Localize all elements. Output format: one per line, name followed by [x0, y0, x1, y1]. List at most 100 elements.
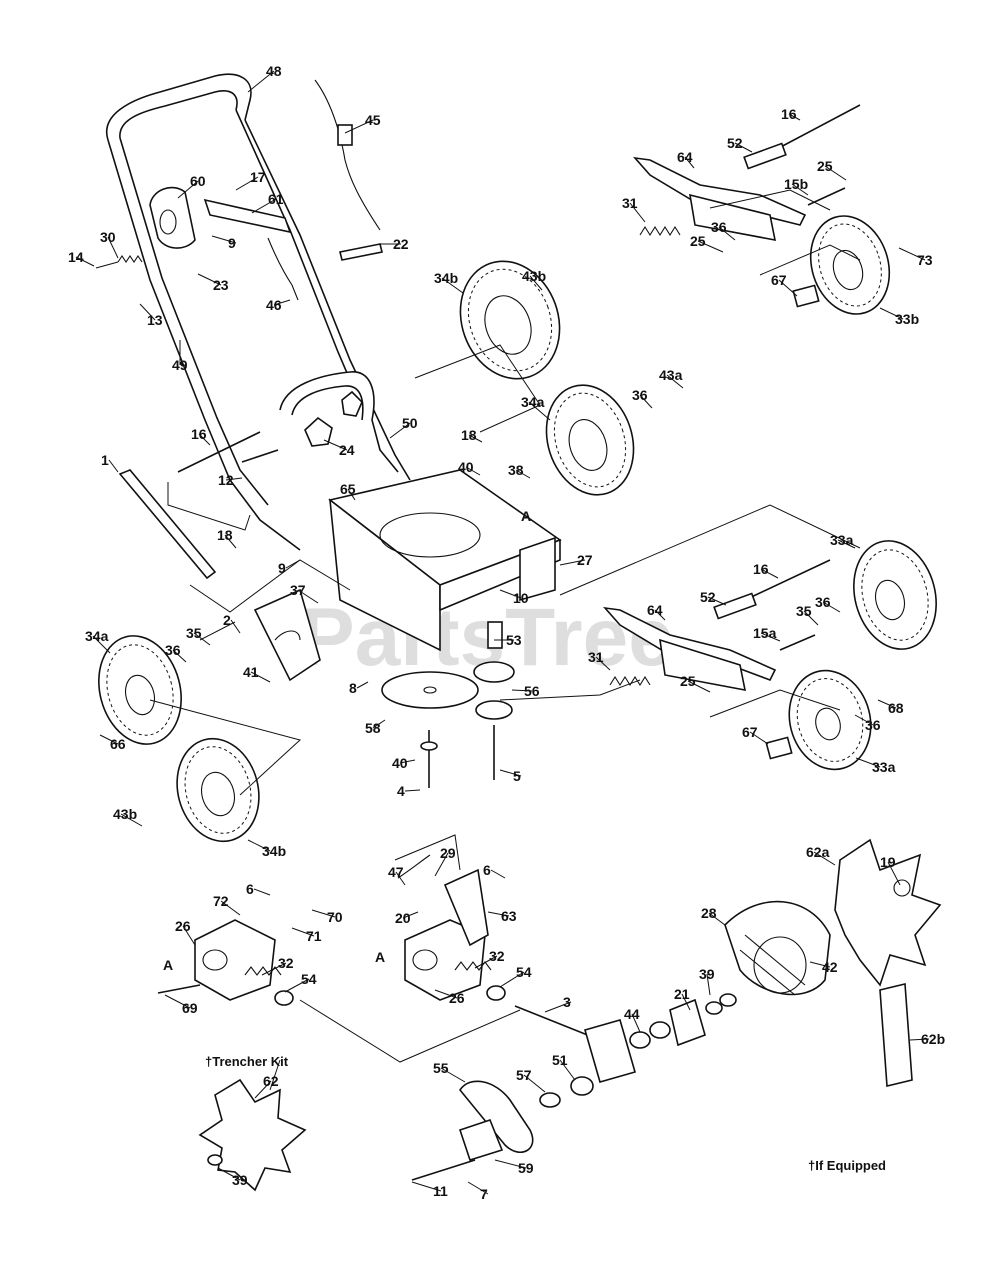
callout-42[interactable]: 42: [809, 959, 838, 975]
callout-35[interactable]: 35: [186, 625, 211, 646]
callout-67[interactable]: 67: [742, 724, 769, 745]
handle-assembly[interactable]: [95, 73, 411, 551]
callout-29[interactable]: 29: [434, 845, 456, 877]
callout-36[interactable]: 36: [632, 387, 653, 409]
callout-56[interactable]: 56: [511, 683, 540, 699]
wheel-34a-left[interactable]: [87, 627, 193, 754]
callout-12[interactable]: 12: [218, 472, 243, 488]
callout-14[interactable]: 14: [68, 249, 95, 267]
callout-49[interactable]: 49: [172, 340, 188, 373]
callout-45[interactable]: 45: [344, 112, 381, 134]
callout-52[interactable]: 52: [727, 135, 753, 153]
callout-35[interactable]: 35: [796, 603, 819, 626]
wheel-33a-right[interactable]: [842, 532, 948, 659]
callout-24[interactable]: 24: [323, 439, 355, 458]
callout-43b[interactable]: 43b: [522, 268, 546, 291]
callout-22[interactable]: 22: [380, 236, 409, 252]
pulley-set[interactable]: [381, 621, 515, 788]
callout-25[interactable]: 25: [690, 233, 724, 253]
callout-38[interactable]: 38: [508, 462, 531, 479]
callout-18[interactable]: 18: [461, 427, 483, 443]
callout-9[interactable]: 9: [211, 235, 237, 251]
callout-36[interactable]: 36: [815, 594, 841, 613]
callout-73[interactable]: 73: [898, 247, 933, 268]
callout-18[interactable]: 18: [217, 527, 237, 549]
callout-26[interactable]: 26: [175, 918, 196, 946]
wheel-33a-lower[interactable]: [778, 661, 881, 778]
callout-6[interactable]: 6: [483, 862, 506, 879]
callout-70[interactable]: 70: [311, 909, 343, 925]
callout-2[interactable]: 2: [223, 612, 241, 634]
callout-15a[interactable]: 15a: [753, 625, 781, 642]
callout-65[interactable]: 65: [340, 481, 356, 501]
callout-33a[interactable]: 33a: [830, 532, 856, 549]
callout-62a[interactable]: 62a: [806, 844, 836, 866]
callout-32[interactable]: 32: [261, 955, 294, 976]
callout-28[interactable]: 28: [701, 905, 726, 926]
callout-19[interactable]: 19: [880, 854, 901, 886]
callout-43b[interactable]: 43b: [113, 806, 143, 827]
callout-43a[interactable]: 43a: [659, 367, 684, 389]
callout-46[interactable]: 46: [266, 297, 291, 313]
callout-16[interactable]: 16: [753, 561, 779, 579]
callout-1[interactable]: 1: [101, 452, 119, 473]
drive-belt[interactable]: [459, 1080, 534, 1154]
blade-62a[interactable]: [834, 838, 942, 987]
callout-11[interactable]: 11: [411, 1181, 448, 1199]
callout-21[interactable]: 21: [674, 986, 691, 1011]
callout-54[interactable]: 54: [499, 964, 532, 988]
callout-3[interactable]: 3: [544, 994, 572, 1013]
callout-66[interactable]: 66: [99, 734, 126, 752]
callout-36[interactable]: 36: [711, 219, 736, 241]
callout-54[interactable]: 54: [284, 971, 317, 993]
callout-20[interactable]: 20: [395, 910, 419, 926]
callout-61[interactable]: 61: [251, 191, 284, 214]
callout-34b[interactable]: 34b: [434, 270, 464, 294]
callout-31[interactable]: 31: [622, 195, 646, 223]
callout-52[interactable]: 52: [700, 589, 727, 606]
callout-36[interactable]: 36: [165, 642, 187, 663]
callout-15b[interactable]: 15b: [784, 176, 809, 196]
callout-25[interactable]: 25: [817, 158, 847, 181]
gearbox-left[interactable]: [157, 919, 294, 1006]
callout-8[interactable]: 8: [349, 680, 369, 696]
callout-47[interactable]: 47: [388, 864, 406, 886]
blade-62b[interactable]: [879, 983, 913, 1087]
callout-34b[interactable]: 34b: [247, 839, 286, 859]
callout-57[interactable]: 57: [516, 1067, 546, 1093]
callout-30[interactable]: 30: [100, 229, 119, 259]
callout-17[interactable]: 17: [235, 169, 266, 191]
callout-32[interactable]: 32: [474, 948, 505, 969]
wheel-33b[interactable]: [798, 206, 901, 325]
callout-34a[interactable]: 34a: [521, 394, 551, 421]
callout-25[interactable]: 25: [680, 673, 711, 693]
callout-63[interactable]: 63: [487, 908, 517, 924]
callout-60[interactable]: 60: [177, 173, 206, 199]
callout-41[interactable]: 41: [243, 664, 271, 683]
callout-48[interactable]: 48: [247, 63, 282, 93]
callout-67[interactable]: 67: [771, 272, 798, 297]
callout-50[interactable]: 50: [389, 415, 418, 439]
callout-62b[interactable]: 62b: [909, 1031, 945, 1047]
callout-37[interactable]: 37: [290, 582, 319, 604]
callout-44[interactable]: 44: [624, 1006, 641, 1033]
callout-26[interactable]: 26: [434, 989, 465, 1006]
blade-guard[interactable]: [724, 900, 831, 996]
frame-deck[interactable]: [253, 469, 562, 682]
callout-58[interactable]: 58: [365, 719, 386, 736]
depth-adjust-rod[interactable]: [118, 469, 217, 580]
callout-40[interactable]: 40: [458, 459, 481, 476]
gearbox-right[interactable]: [397, 854, 506, 1001]
callout-7[interactable]: 7: [467, 1181, 489, 1202]
drive-shaft[interactable]: [514, 993, 737, 1108]
callout-27[interactable]: 27: [559, 552, 593, 568]
axle-bracket-lower[interactable]: [602, 559, 831, 760]
idler-bracket[interactable]: [411, 1119, 504, 1181]
callout-39[interactable]: 39: [217, 1167, 248, 1188]
wheel-34b-lower[interactable]: [166, 729, 270, 850]
trencher-blade-62[interactable]: [198, 1078, 307, 1192]
callout-53[interactable]: 53: [494, 632, 522, 648]
wheel-34a-top[interactable]: [533, 374, 647, 506]
callout-16[interactable]: 16: [191, 426, 211, 446]
callout-51[interactable]: 51: [552, 1052, 576, 1081]
